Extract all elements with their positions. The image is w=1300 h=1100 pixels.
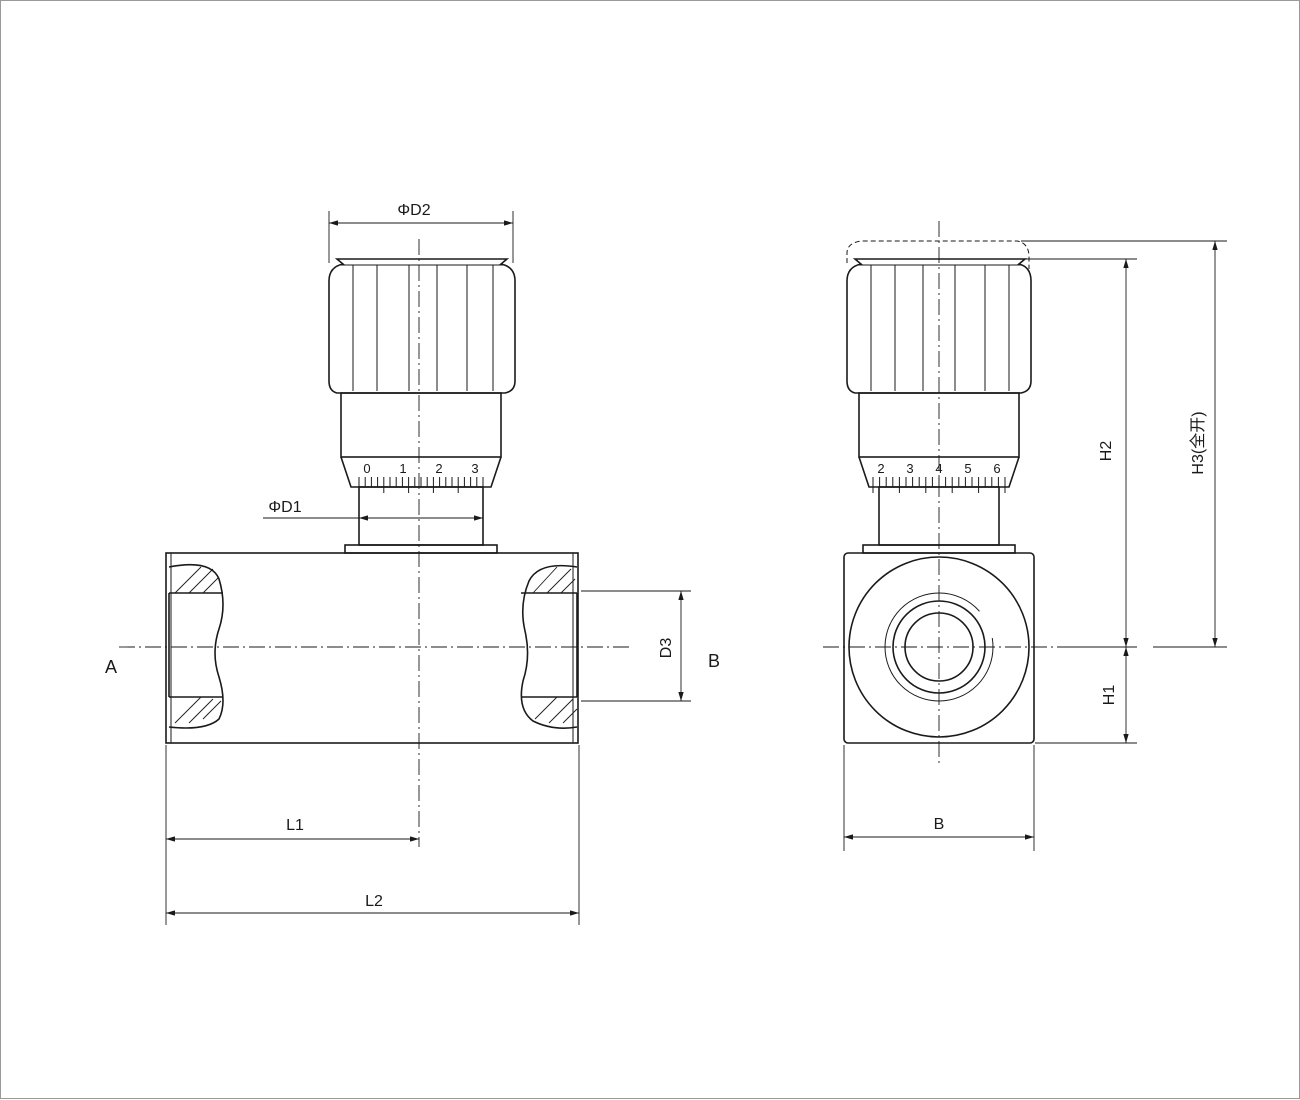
port-b-label: B — [708, 651, 720, 671]
scale-label: 1 — [399, 461, 406, 476]
front-view: 0 1 2 3 — [105, 202, 720, 925]
front-stem: 0 1 2 3 — [340, 392, 502, 554]
dim-h3-label: H3(全开) — [1189, 411, 1207, 474]
dim-d3: D3 — [581, 590, 691, 702]
dim-b-label: B — [934, 816, 945, 833]
side-knob — [846, 258, 1032, 394]
scale-label: 3 — [906, 461, 913, 476]
dim-d2-label: ΦD2 — [397, 202, 430, 219]
section-hatching — [174, 566, 578, 724]
knob-ribs — [352, 265, 494, 391]
dim-d1-label: ΦD1 — [268, 499, 301, 516]
scale-label: 5 — [964, 461, 971, 476]
scale-labels: 0 1 2 3 — [363, 461, 478, 476]
scale-ticks — [358, 477, 484, 493]
scale-label: 0 — [363, 461, 370, 476]
dim-h1: H1 — [1035, 646, 1137, 744]
dim-d1: ΦD1 — [263, 499, 483, 521]
scale-label: 3 — [471, 461, 478, 476]
dim-l2-label: L2 — [365, 893, 383, 910]
dim-b: B — [843, 745, 1035, 851]
dim-h3: H3(全开) — [1021, 240, 1227, 648]
scale-ticks — [872, 477, 1006, 493]
dim-h2: H2 — [1023, 258, 1137, 647]
scale-label: 2 — [435, 461, 442, 476]
front-body — [165, 552, 579, 744]
dim-d3-label: D3 — [658, 638, 675, 659]
dim-l1: L1 — [165, 745, 419, 925]
dim-d2: ΦD2 — [328, 202, 514, 263]
front-knob — [328, 258, 516, 394]
dim-l1-label: L1 — [286, 817, 304, 834]
dim-l2: L2 — [166, 745, 580, 925]
knob-ribs — [870, 265, 1010, 391]
dim-h1-label: H1 — [1101, 685, 1118, 706]
port-a-label: A — [105, 657, 117, 677]
scale-label: 2 — [877, 461, 884, 476]
dim-h2-label: H2 — [1098, 441, 1115, 462]
scale-label: 6 — [993, 461, 1000, 476]
